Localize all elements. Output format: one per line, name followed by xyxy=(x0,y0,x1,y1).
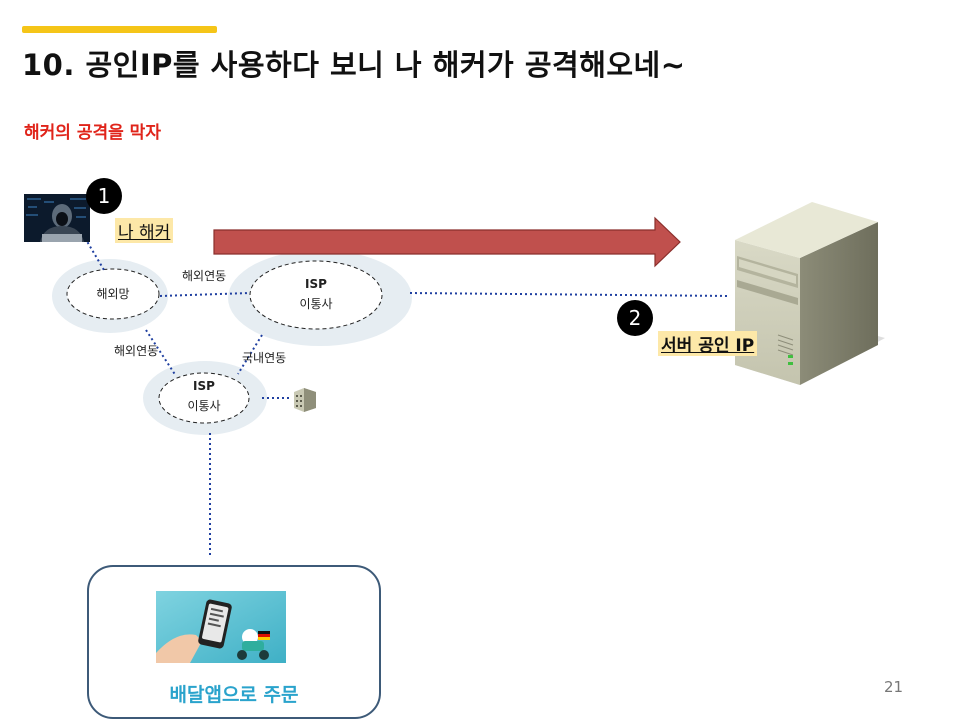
overseas-to-isp-bottom-link xyxy=(145,329,177,377)
isp-bottom-label: ISP 이통사 xyxy=(170,376,238,416)
overseas-to-isp-top-link xyxy=(159,292,251,297)
building-icon xyxy=(294,388,316,412)
page-number: 21 xyxy=(884,678,904,696)
isp-bottom-label-line2: 이통사 xyxy=(187,399,221,413)
page-title: 10. 공인IP를 사용하다 보니 나 해커가 공격해오네~ xyxy=(22,48,686,82)
overseas-link-label-top: 해외연동 xyxy=(182,269,227,283)
overseas-link-label-bottom: 해외연동 xyxy=(114,344,159,358)
isp-top-label: ISP 이통사 xyxy=(270,274,362,314)
title-accent-bar xyxy=(22,26,217,33)
page-subtitle: 해커의 공격을 막자 xyxy=(24,123,161,143)
step-badge-1: 1 xyxy=(86,178,122,214)
isp-top-node xyxy=(249,260,383,330)
hacker-label: 나 해커 xyxy=(115,218,174,243)
step-badge-2: 2 xyxy=(617,300,653,336)
isp-bottom-node xyxy=(158,372,250,424)
delivery-app-image xyxy=(156,591,286,663)
hacker-image xyxy=(24,194,90,242)
attack-arrow xyxy=(213,216,681,268)
delivery-app-label: 배달앱으로 주문 xyxy=(169,684,299,706)
domestic-link-label: 국내연동 xyxy=(242,351,287,365)
isp-top-to-server-link xyxy=(409,292,731,297)
overseas-network-label: 해외망 xyxy=(96,287,130,301)
server-public-ip-label: 서버 공인 IP xyxy=(658,331,758,356)
isp-top-label-line1: ISP xyxy=(305,277,327,291)
server-image xyxy=(735,202,885,385)
isp-top-label-line2: 이통사 xyxy=(299,297,333,311)
isp-bottom-label-line1: ISP xyxy=(193,379,215,393)
hacker-to-overseas-link xyxy=(84,237,105,271)
overseas-network-node xyxy=(66,268,160,320)
